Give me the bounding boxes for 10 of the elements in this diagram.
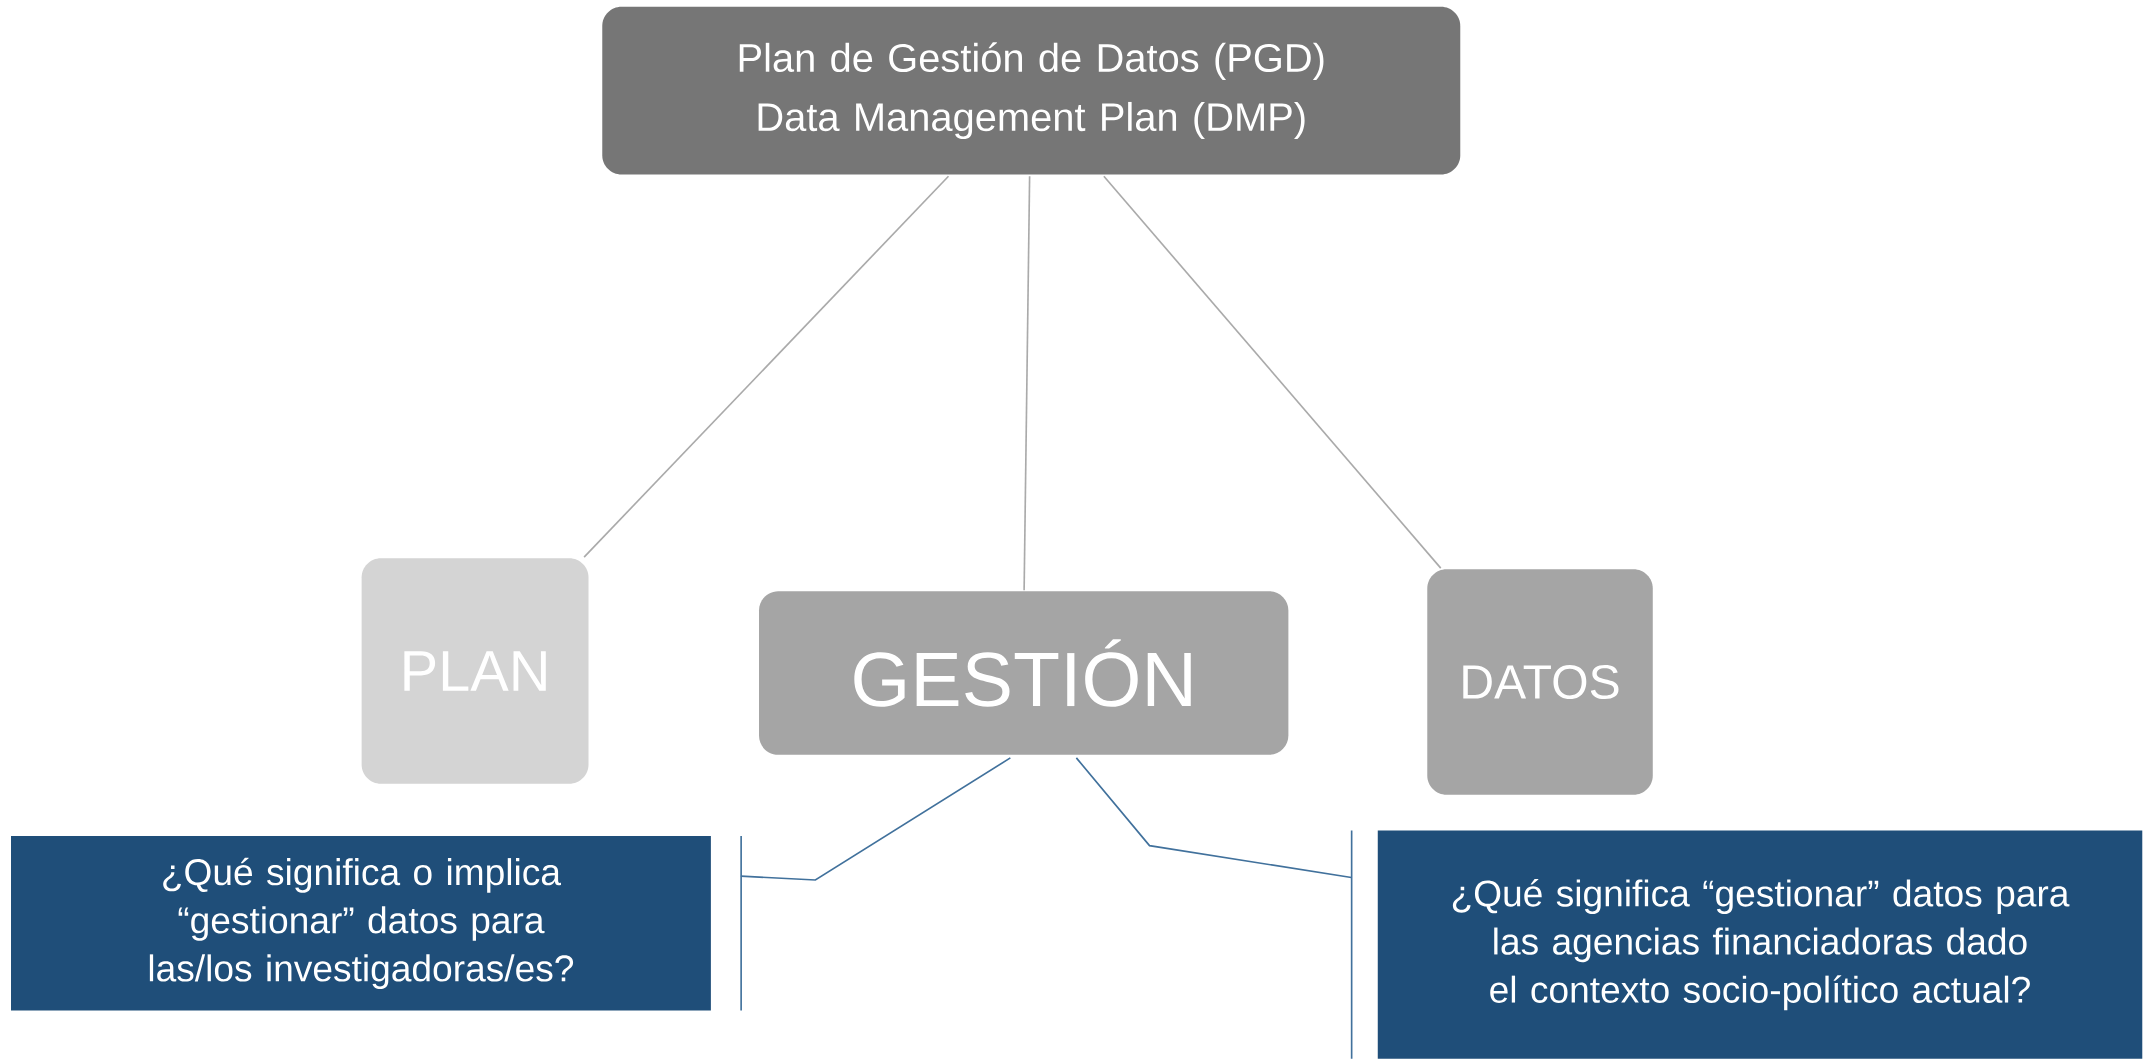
connector-line xyxy=(1103,175,1442,569)
question-box: ¿Qué significa o implica “gestionar” datos para las/los investigadoras/es? xyxy=(11,835,711,1011)
connector-line xyxy=(740,757,1012,881)
question-box: ¿Qué significa “gestionar” datos para las agencias financiadoras dado el contexto socio-político actual? xyxy=(1377,830,2143,1059)
connector-line xyxy=(1075,757,1353,879)
title-box: Plan de Gestión de Datos (PGD) Data Management Plan (DMP) xyxy=(602,6,1461,175)
connector-line xyxy=(1023,175,1031,591)
connector-line xyxy=(583,175,950,558)
category-box: DATOS xyxy=(1427,569,1653,795)
category-box: GESTIÓN xyxy=(759,591,1289,755)
